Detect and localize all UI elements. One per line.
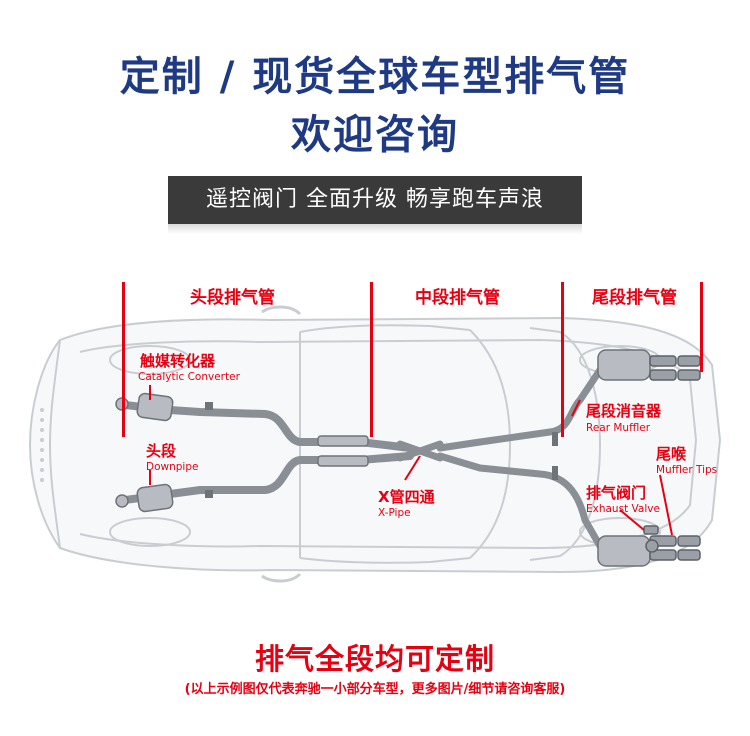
section-middle-label: 中段排气管 <box>415 288 500 308</box>
exhaust-valve-label-en: Exhaust Valve <box>586 503 660 515</box>
section-front-label: 头段排气管 <box>190 288 275 308</box>
divider-middle <box>370 282 373 437</box>
feature-banner: 遥控阀门 全面升级 畅享跑车声浪 <box>168 176 582 224</box>
divider-front <box>122 282 125 437</box>
downpipe-label-zh: 头段 <box>146 442 177 460</box>
muffler-tips-label-en: Muffler Tips <box>656 464 718 476</box>
exhaust-valve-label-zh: 排气阀门 <box>586 484 647 502</box>
pointer-lines <box>149 385 673 536</box>
banner-shadow <box>168 224 582 234</box>
page-subtitle: 欢迎咨询 <box>291 112 459 158</box>
rear-muffler-label-en: Rear Muffler <box>586 422 651 434</box>
footer-headline: 排气全段均可定制 <box>254 642 495 676</box>
muffler-tips-label-zh: 尾喉 <box>656 445 687 463</box>
xpipe-label-en: X-Pipe <box>378 507 411 519</box>
downpipe-label-en: Downpipe <box>146 461 199 473</box>
grille-dots <box>40 408 44 482</box>
page-title: 定制 / 现货全球车型排气管 <box>119 54 631 100</box>
rear-muffler-label-zh: 尾段消音器 <box>586 402 662 420</box>
pipe-hangers <box>205 402 558 498</box>
muffler-tips <box>649 355 701 561</box>
exhaust-valve <box>643 525 659 553</box>
catalytic-label-zh: 触媒转化器 <box>140 352 216 370</box>
divider-rear <box>561 282 564 437</box>
exhaust-system-diagram <box>28 305 722 583</box>
exhaust-pipes <box>121 366 604 550</box>
footer-disclaimer: (以上示例图仅代表奔驰一小部分车型，更多图片/细节请咨询客服) <box>184 682 566 697</box>
xpipe-label-zh: X管四通 <box>378 488 435 506</box>
catalytic-converters <box>115 392 174 513</box>
section-rear-label: 尾段排气管 <box>592 288 677 308</box>
catalytic-label-en: Catalytic Converter <box>138 371 240 383</box>
divider-end <box>700 282 703 372</box>
mid-resonator <box>317 435 369 467</box>
rear-mufflers <box>597 349 651 567</box>
